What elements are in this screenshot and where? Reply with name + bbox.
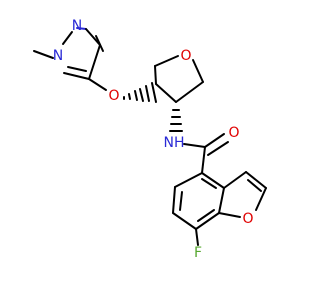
atom-label-ring-n: N: [72, 18, 82, 34]
bond-lines: [33, 27, 267, 246]
atom-label-fluorine: F: [194, 245, 202, 261]
atom-label-methyl-n: N: [53, 48, 63, 64]
atom-label-carbonyl-o: O: [228, 125, 239, 141]
hashed-bond-amide: [169, 109, 183, 132]
atom-label-ether-o: O: [108, 88, 119, 104]
atom-labels: N N O O NH O O F: [53, 18, 254, 261]
atom-label-furan-o: O: [242, 211, 253, 227]
atom-label-thf-o: O: [180, 48, 191, 64]
atom-label-amide-nh: NH: [164, 135, 185, 151]
molecule-structure: N N O O NH O O F: [33, 18, 267, 261]
hashed-bond-ether: [123, 82, 157, 103]
